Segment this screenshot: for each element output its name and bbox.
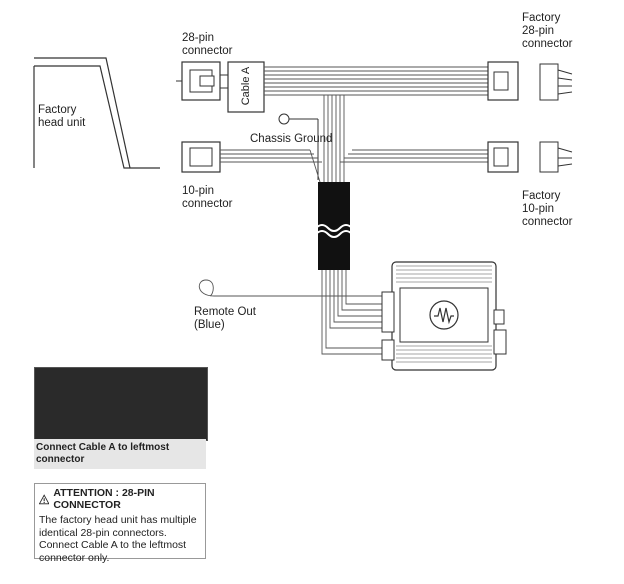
photo-caption: Connect Cable A to leftmost connector: [34, 439, 206, 469]
connector-10pin-right: [487, 141, 573, 173]
attention-box: ATTENTION : 28-PIN CONNECTOR The factory…: [34, 483, 206, 564]
attention-header: ATTENTION : 28-PIN CONNECTOR: [35, 484, 205, 512]
vertical-wires: [309, 95, 345, 183]
warning-icon: [39, 493, 50, 504]
label-cable-a: Cable A: [240, 66, 252, 106]
label-factory-10pin: Factory 10-pin connector: [522, 190, 573, 228]
connector-28pin-right: [487, 61, 573, 101]
attention-title: ATTENTION : 28-PIN CONNECTOR: [53, 487, 155, 511]
attention-body: The factory head unit has multiple ident…: [39, 514, 197, 564]
wires-10pin: [220, 149, 488, 163]
label-chassis-ground: Chassis Ground: [250, 133, 333, 145]
head-unit-outline: [33, 65, 160, 169]
label-factory-28pin: Factory 28-pin connector: [522, 12, 573, 50]
head-unit-photo: [34, 367, 208, 441]
label-10pin-connector: 10-pin connector: [182, 185, 233, 210]
wires-to-amp: [321, 270, 388, 355]
connector-10pin-left: [181, 141, 221, 173]
label-28pin-connector: 28-pin connector: [182, 32, 233, 57]
wires-28pin: [264, 66, 488, 96]
remote-out-wire: [198, 279, 388, 297]
label-factory-head-unit: Factory head unit: [38, 104, 86, 129]
chassis-ground-symbol: [278, 113, 319, 180]
amplifier: [381, 261, 507, 371]
label-remote-out: Remote Out (Blue): [194, 306, 256, 331]
connector-28pin-left: [176, 61, 221, 101]
